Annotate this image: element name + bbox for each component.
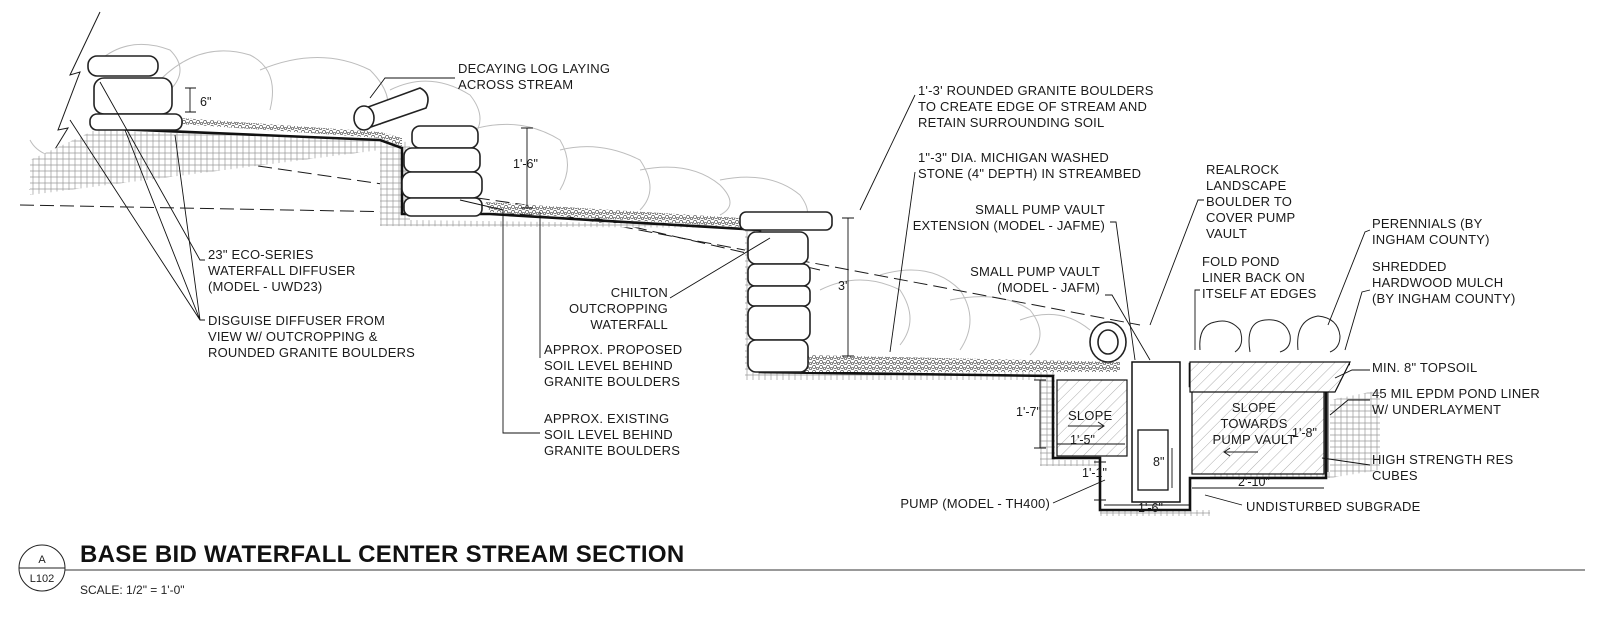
topsoil [1189,361,1351,393]
label-subgrade: UNDISTURBED SUBGRADE [1246,499,1421,514]
gravel-lower [805,355,1120,372]
slope-arrow-left [1068,421,1105,431]
res-cubes-left [1056,379,1128,457]
slope-arrow-right [1223,447,1258,457]
dim-1-1: 1'-1" [1082,466,1107,480]
drawing-title: BASE BID WATERFALL CENTER STREAM SECTION [80,541,684,568]
middle-boulders [401,125,483,217]
label-topsoil: MIN. 8" TOPSOIL [1372,360,1477,375]
dim-1-5: 1'-5" [1070,433,1095,447]
leader-lines [69,77,1371,506]
lower-log [1089,321,1127,363]
diffuser-boulders [87,55,183,131]
chilton-outcropping [739,211,833,373]
dim-1-6: 1'-6" [513,157,538,171]
title-block: A L102 BASE BID WATERFALL CENTER STREAM … [18,541,1585,597]
section-bubble-bottom: L102 [30,573,54,585]
gravel-upper [180,118,402,146]
drawing-scale: SCALE: 1/2" = 1'-0" [80,583,185,597]
soil-mass [30,130,1380,516]
decaying-log [353,87,429,131]
dimension-lines [185,87,1329,506]
dim-1-7: 1'-7" [1016,405,1041,419]
dim-8in: 8" [1153,455,1164,469]
existing-grade-line [29,11,101,191]
perennial-plants [1199,315,1341,353]
gravel-middle [485,202,760,228]
label-pump-vault: SMALL PUMP VAULT(MODEL - JAFM) [970,264,1100,295]
dim-3: 3' [838,279,847,293]
res-cubes-right [1191,389,1325,475]
dim-2-10: 2'-10" [1238,475,1270,489]
dim-6in: 6" [200,95,211,109]
dim-1-8: 1'-8" [1292,426,1317,440]
label-slope-left: SLOPE [1068,408,1112,423]
dim-1-6b: 1'-6" [1138,501,1163,515]
label-pump: PUMP (MODEL - TH400) [900,496,1050,511]
pump-vault [1131,361,1181,503]
section-bubble-top: A [38,554,46,566]
